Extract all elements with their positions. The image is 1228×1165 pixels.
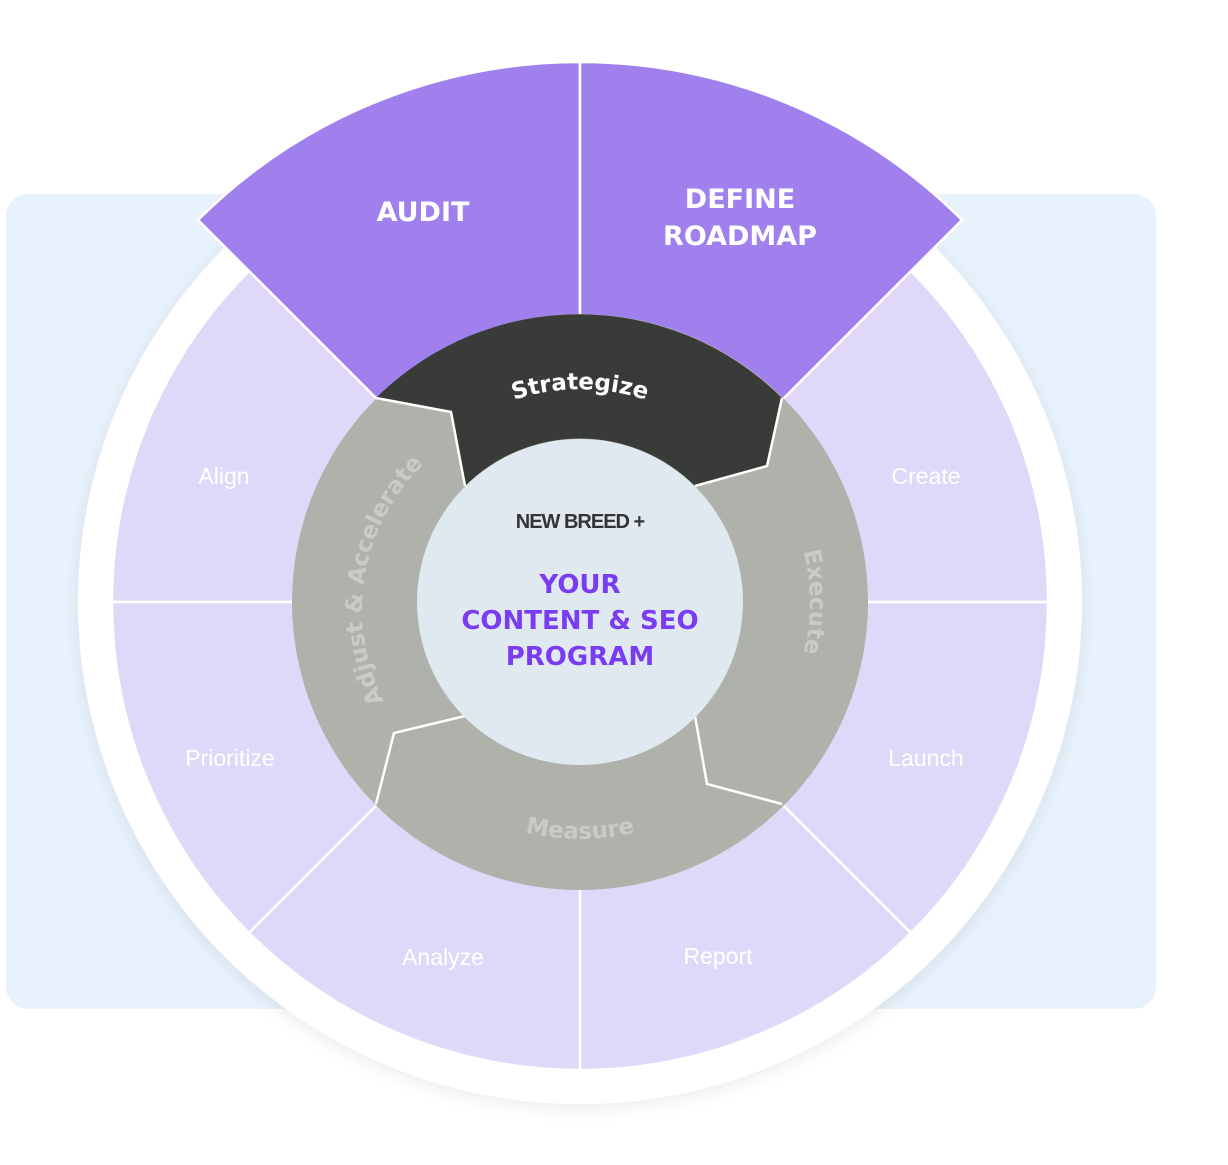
phase-strategize[interactable] (376, 314, 782, 486)
center-title-line2: CONTENT & SEO (461, 606, 698, 636)
step-label-align: Align (198, 463, 249, 489)
center-title-line1: YOUR (538, 570, 620, 600)
brand-logo: NEW BREED + (516, 511, 645, 533)
step-label-launch: Launch (888, 745, 963, 771)
step-label-create: Create (891, 463, 960, 489)
center-title-line3: PROGRAM (506, 642, 655, 672)
center-circle (417, 439, 743, 765)
step-label-roadmap-2: ROADMAP (663, 221, 817, 252)
step-label-prioritize: Prioritize (185, 745, 274, 771)
step-label-audit: AUDIT (377, 197, 470, 228)
step-label-report: Report (683, 943, 753, 969)
step-label-analyze: Analyze (402, 944, 484, 970)
step-label-roadmap-1: DEFINE (685, 184, 795, 215)
phase-dividers (374, 396, 784, 806)
